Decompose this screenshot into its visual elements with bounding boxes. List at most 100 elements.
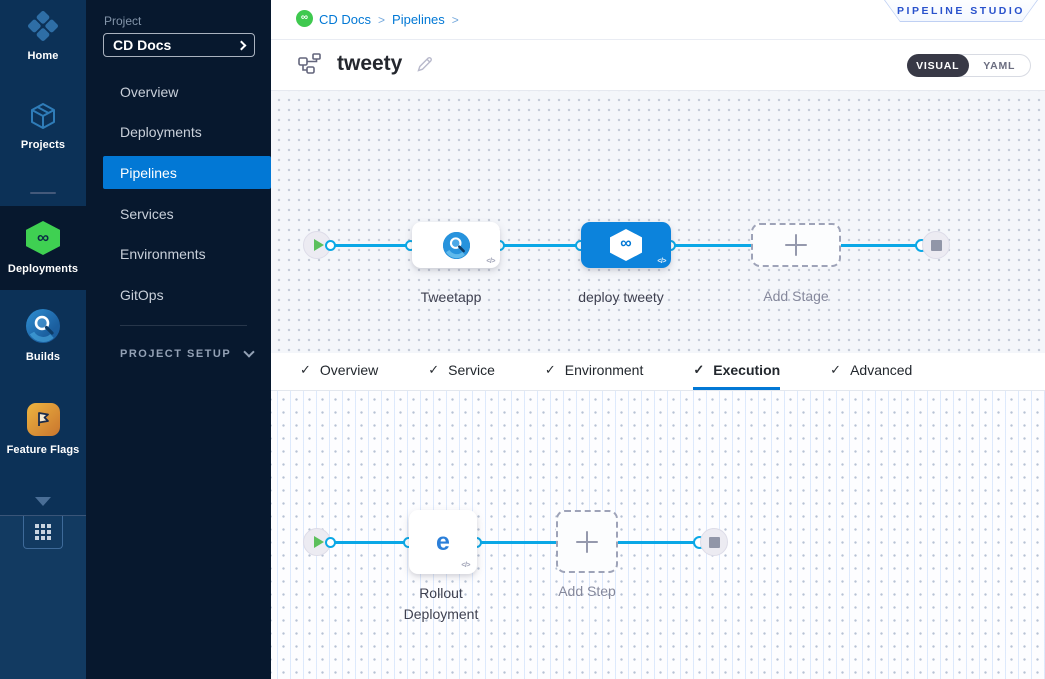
rail-item-feature-flags[interactable]: Feature Flags: [0, 390, 86, 468]
project-setup-label: PROJECT SETUP: [120, 348, 232, 360]
sidebar-item-label: Pipelines: [120, 164, 177, 181]
sidebar-item-deployments[interactable]: Deployments: [103, 115, 271, 148]
sidebar-item-label: Overview: [120, 83, 179, 100]
stage-canvas: </> ∞ </> Tweetapp deploy tweety Add Sta…: [271, 91, 1045, 353]
rail-item-projects[interactable]: Projects: [0, 94, 86, 158]
breadcrumb-pipelines-link[interactable]: Pipelines: [392, 12, 445, 27]
tab-environment[interactable]: ✓ Environment: [545, 353, 644, 390]
add-stage-button[interactable]: [751, 223, 841, 267]
chevron-right-icon: [236, 40, 247, 50]
execution-canvas: e </> Rollout Deployment Add Step: [271, 391, 1045, 679]
breadcrumb-separator: >: [451, 12, 459, 27]
step-card-rollout-deployment[interactable]: e </>: [409, 510, 477, 574]
tab-service[interactable]: ✓ Service: [428, 353, 495, 390]
plus-icon: [785, 234, 807, 256]
code-tag: </>: [461, 562, 470, 569]
check-icon: ✓: [300, 362, 311, 377]
check-icon: ✓: [693, 362, 705, 377]
project-setup-toggle[interactable]: PROJECT SETUP: [120, 346, 255, 360]
stage-card-deploy-tweety[interactable]: ∞ </>: [581, 222, 671, 268]
connector-dot: [325, 239, 336, 251]
builds-icon: [26, 309, 60, 343]
project-selector[interactable]: CD Docs: [103, 33, 255, 57]
rail-item-deployments[interactable]: ∞ Deployments: [0, 206, 86, 290]
chevron-down-icon: [243, 346, 255, 358]
module-rail: Home Projects ∞ Deployments Builds Featu: [0, 0, 86, 679]
grid-icon: [35, 524, 51, 540]
rail-item-label: Projects: [20, 139, 66, 151]
add-stage-label[interactable]: Add Stage: [763, 288, 829, 304]
rail-item-builds[interactable]: Builds: [0, 298, 86, 374]
pipeline-end-node[interactable]: [922, 231, 950, 259]
breadcrumb: CD Docs > Pipelines >: [319, 12, 459, 27]
sidebar-item-environments[interactable]: Environments: [103, 237, 271, 270]
execution-end-node[interactable]: [700, 528, 728, 556]
project-label: Project: [104, 14, 142, 28]
sidebar-item-label: Deployments: [120, 123, 202, 140]
projects-icon: [31, 103, 55, 129]
stage-config-tabs: ✓ Overview ✓ Service ✓ Environment ✓ Exe…: [271, 353, 1045, 391]
sidebar-item-label: Services: [120, 205, 174, 222]
rail-item-label: Builds: [25, 351, 61, 363]
sidebar-divider: [120, 325, 247, 326]
ci-stage-icon: [442, 231, 470, 259]
rail-item-label: Deployments: [7, 263, 79, 275]
play-icon: [313, 239, 324, 251]
sidebar-item-label: GitOps: [120, 286, 164, 303]
harness-project-icon: ∞: [296, 10, 313, 27]
stage-label[interactable]: Tweetapp: [420, 289, 482, 305]
tab-label: Execution: [713, 362, 781, 378]
cd-stage-icon: ∞: [610, 229, 642, 261]
rail-item-home[interactable]: Home: [0, 4, 86, 68]
stage-label[interactable]: deploy tweety: [578, 289, 664, 305]
step-label[interactable]: Rollout Deployment: [403, 585, 479, 622]
breadcrumb-project-link[interactable]: CD Docs: [319, 12, 372, 27]
sidebar-item-gitops[interactable]: GitOps: [103, 278, 271, 311]
sidebar-item-services[interactable]: Services: [103, 197, 271, 230]
stage-card-tweetapp[interactable]: </>: [412, 222, 500, 268]
rail-divider: [30, 192, 56, 194]
visual-yaml-toggle: VISUAL YAML: [907, 54, 1031, 77]
tab-label: Overview: [319, 362, 379, 378]
sidebar-item-pipelines[interactable]: Pipelines: [103, 156, 271, 189]
tab-execution[interactable]: ✓ Execution: [693, 353, 781, 390]
code-tag: </>: [657, 258, 666, 265]
stop-icon: [930, 239, 942, 251]
rollout-step-icon: e: [436, 527, 450, 556]
rail-item-label: Feature Flags: [6, 443, 80, 456]
main-content: ∞ CD Docs > Pipelines > PIPELINE STUDIO …: [271, 0, 1045, 679]
project-name: CD Docs: [113, 37, 172, 53]
check-icon: ✓: [428, 362, 440, 377]
connector-dot: [325, 536, 336, 548]
tab-label: Advanced: [850, 362, 913, 378]
add-step-label[interactable]: Add Step: [558, 583, 616, 599]
sidebar-item-overview[interactable]: Overview: [103, 75, 271, 108]
tab-label: Environment: [564, 362, 644, 378]
edit-pencil-icon[interactable]: [415, 55, 434, 74]
add-step-button[interactable]: [556, 510, 618, 573]
breadcrumb-separator: >: [378, 12, 386, 27]
feature-flags-icon: [26, 402, 60, 436]
sidebar-item-label: Environments: [120, 245, 206, 262]
pipeline-studio-badge: PIPELINE STUDIO: [884, 0, 1038, 22]
project-sidebar: Project CD Docs Overview Deployments Pip…: [86, 0, 271, 679]
check-icon: ✓: [544, 362, 556, 377]
toggle-visual[interactable]: VISUAL: [907, 54, 969, 77]
toggle-yaml[interactable]: YAML: [983, 59, 1016, 72]
tab-overview[interactable]: ✓ Overview: [300, 353, 378, 390]
stop-icon: [708, 536, 720, 548]
code-tag: </>: [486, 258, 495, 265]
pipeline-studio-badge-label: PIPELINE STUDIO: [897, 4, 1025, 17]
rail-bottom-section: [0, 516, 86, 679]
deployments-icon: ∞: [26, 221, 60, 255]
chevron-down-icon[interactable]: [35, 497, 51, 506]
module-grid-button[interactable]: [23, 516, 63, 549]
tab-advanced[interactable]: ✓ Advanced: [830, 353, 912, 390]
rail-divider: [0, 515, 86, 516]
home-icon: [28, 11, 58, 41]
pipeline-title-bar: tweety VISUAL YAML: [271, 40, 1045, 91]
rail-item-label: Home: [27, 50, 59, 62]
step-connector-line: [331, 541, 700, 544]
play-icon: [313, 536, 324, 548]
pipeline-icon: [298, 53, 321, 74]
